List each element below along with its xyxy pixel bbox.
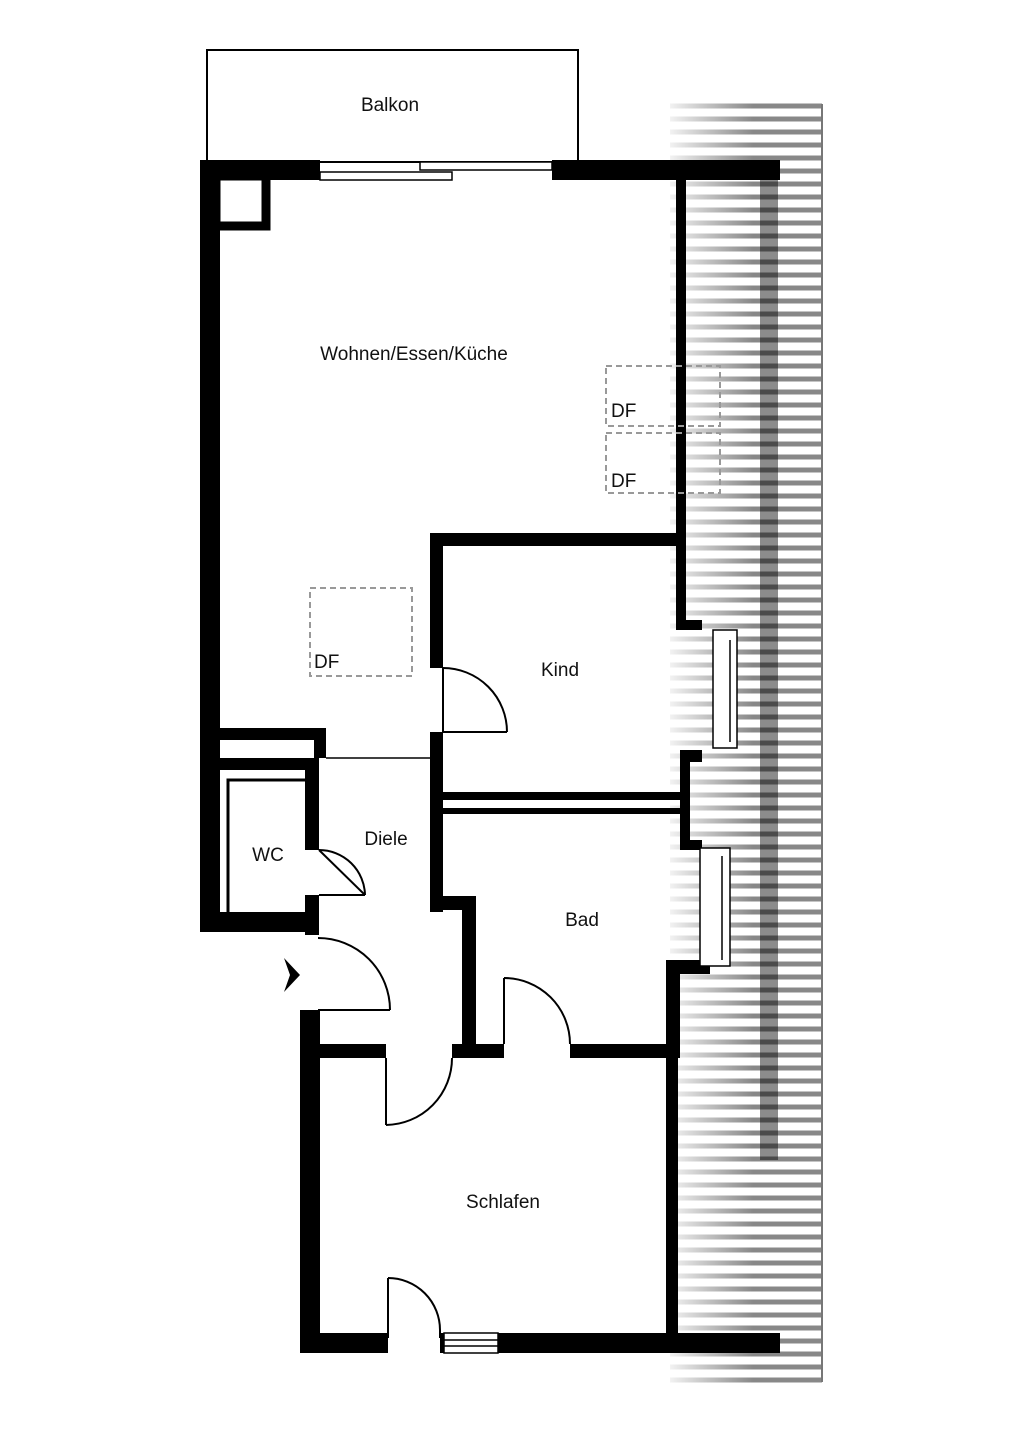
door-schlafen xyxy=(385,1057,453,1126)
label-wohnen: Wohnen/Essen/Küche xyxy=(320,344,508,365)
exterior-walls xyxy=(200,160,780,1353)
label-schlafen: Schlafen xyxy=(466,1192,540,1213)
door-schlafen-exterior xyxy=(387,1277,441,1338)
skylights xyxy=(309,365,721,677)
door-bad xyxy=(503,977,571,1045)
label-bad: Bad xyxy=(565,910,599,931)
door-kind xyxy=(442,667,508,733)
label-diele: Diele xyxy=(364,829,407,850)
balcony-sliding-door[interactable] xyxy=(319,161,553,181)
skylight-1 xyxy=(605,365,721,427)
label-df-3: DF xyxy=(314,652,339,673)
shaft xyxy=(211,171,271,231)
label-df-2: DF xyxy=(611,471,636,492)
balcony xyxy=(206,49,579,163)
entrance-arrow-icon xyxy=(284,958,300,992)
skylight-3 xyxy=(309,587,413,677)
skylight-2 xyxy=(605,432,721,494)
label-df-1: DF xyxy=(611,401,636,422)
interior-walls xyxy=(220,533,710,1060)
label-kind: Kind xyxy=(541,660,579,681)
roof-overhang xyxy=(660,100,830,1390)
windows xyxy=(443,629,738,1354)
label-balkon: Balkon xyxy=(361,95,419,116)
wc-inner-outline xyxy=(226,778,305,912)
door-entrance xyxy=(317,937,391,1011)
doors[interactable] xyxy=(317,667,571,1338)
label-wc: WC xyxy=(252,845,284,866)
door-wc xyxy=(318,849,366,896)
room-labels: Balkon Wohnen/Essen/Küche Kind WC Diele … xyxy=(252,95,636,1213)
